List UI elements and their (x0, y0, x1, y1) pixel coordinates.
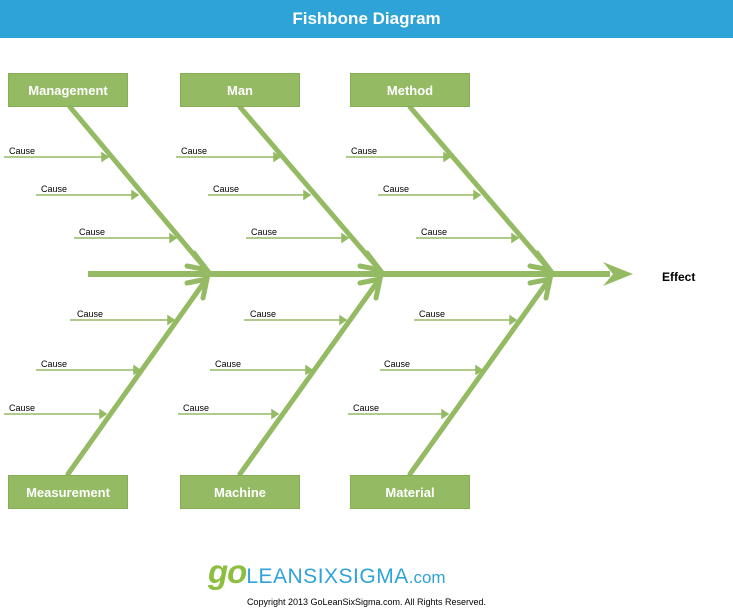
category-method: Method (350, 73, 470, 107)
cause-label: Cause (250, 309, 277, 319)
cause-label: Cause (181, 146, 208, 156)
logo-go: go (208, 553, 247, 590)
cause-label: Cause (41, 184, 68, 194)
cause-label: Cause (353, 403, 380, 413)
logo-brand: LEANSIXSIGMA (246, 565, 409, 588)
cause-label: Cause (215, 359, 242, 369)
bone-management (67, 104, 214, 274)
cause-label: Cause (421, 227, 448, 237)
cause-label: Cause (384, 359, 411, 369)
category-management: Management (8, 73, 128, 107)
cause-label: Cause (9, 146, 36, 156)
cause-label: Cause (351, 146, 378, 156)
category-machine: Machine (180, 475, 300, 509)
category-man: Man (180, 73, 300, 107)
diagram-title: Fishbone Diagram (292, 9, 441, 28)
cause-label: Cause (183, 403, 210, 413)
cause-label: Cause (9, 403, 36, 413)
cause-label: Cause (383, 184, 410, 194)
bone-machine (237, 275, 384, 477)
cause-label: Cause (251, 227, 278, 237)
spine-arrowhead (603, 262, 633, 286)
copyright-notice: Copyright 2013 GoLeanSixSigma.com. All R… (246, 597, 487, 607)
cause-label: Cause (419, 309, 446, 319)
cause-label: Cause (79, 227, 106, 237)
effect-label: Effect (662, 270, 696, 284)
bone-material (407, 275, 554, 477)
cause-label: Cause (213, 184, 240, 194)
cause-label: Cause (77, 309, 104, 319)
category-measurement: Measurement (8, 475, 128, 509)
bone-method (407, 104, 557, 274)
category-material: Material (350, 475, 470, 509)
bone-measurement (65, 275, 211, 477)
title-bar: Fishbone Diagram (0, 0, 733, 38)
logo-suffix: .com (408, 568, 446, 587)
cause-label: Cause (41, 359, 68, 369)
brand-logo: goLEANSIXSIGMA.com (208, 553, 528, 590)
bone-man (237, 104, 387, 274)
